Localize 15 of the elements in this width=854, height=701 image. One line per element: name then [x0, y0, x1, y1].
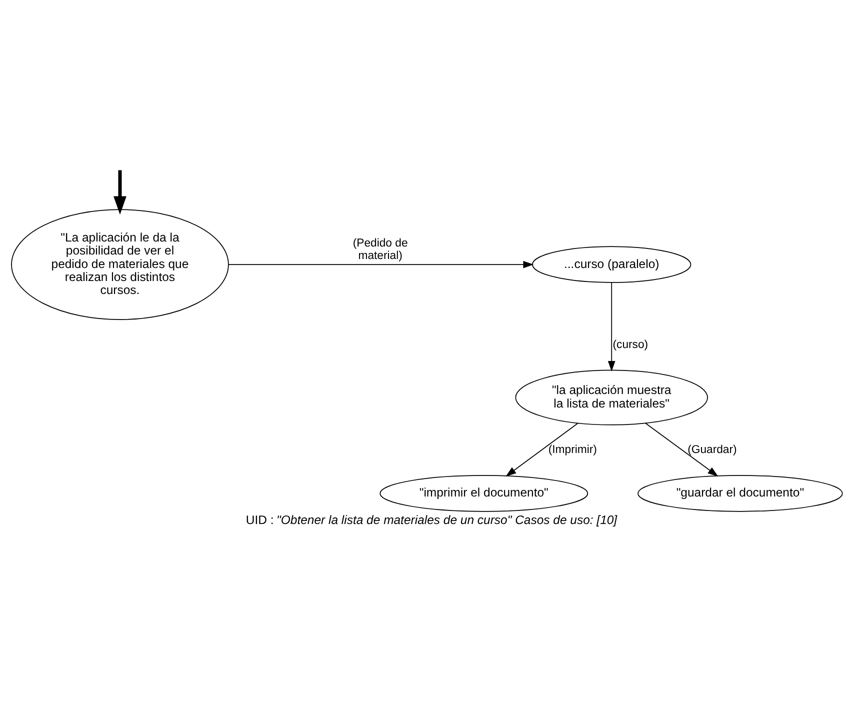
edge-label: (curso) [612, 338, 648, 351]
arrow [644, 422, 718, 476]
arrow [608, 282, 616, 372]
node-ellipse: "La aplicación le da la posibilidad de ver el pedido de materiales que realizan los distintos cursos. [11, 209, 229, 320]
edge-label: (Pedido de material) [352, 238, 408, 262]
caption: UID : "Obtener la lista de materiales de un curso" Casos de uso: [10] [246, 512, 618, 527]
node-ellipse: "la aplicación muestra la lista de materiales" [515, 370, 708, 426]
node-ellipse: ...curso (paralelo) [532, 246, 692, 283]
arrow [228, 260, 534, 268]
arrow [506, 422, 578, 476]
node-ellipse: "imprimir el documento" [380, 475, 588, 512]
node-ellipse: "guardar el documento" [638, 475, 843, 512]
edge-label: (Imprimir) [548, 444, 597, 456]
arrow [114, 170, 126, 215]
edge-label: (Guardar) [688, 444, 737, 456]
